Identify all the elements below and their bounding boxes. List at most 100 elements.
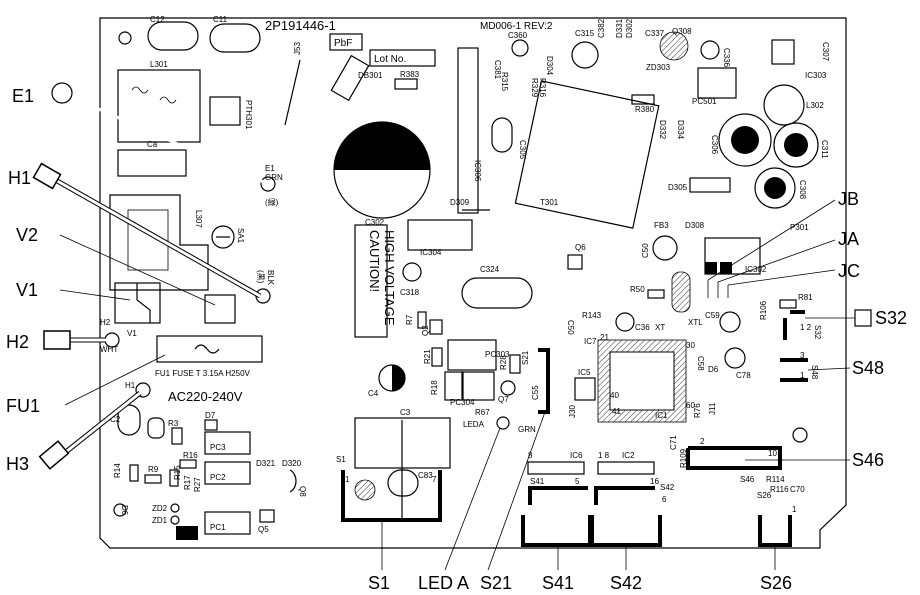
transistor-q5 [259, 509, 275, 523]
label-d6-left: D6 [120, 505, 129, 516]
label-c381: C381 [493, 60, 502, 80]
pin-s48-1: 1 [800, 371, 805, 380]
label-c12: C12 [150, 15, 165, 24]
lot-box [369, 49, 436, 67]
ic-ic6 [527, 461, 585, 475]
label-r16: R16 [183, 451, 198, 460]
callout-h2: H2 [6, 332, 29, 352]
label-r50: R50 [630, 285, 645, 294]
led-a [496, 416, 510, 430]
label-ic303: IC303 [805, 71, 827, 80]
connector-s41 [521, 515, 592, 547]
callout-h1: H1 [8, 168, 31, 188]
label-c4: C4 [368, 389, 379, 398]
resistor-r21 [431, 347, 443, 367]
c4-polarity [392, 365, 405, 391]
label-xt: XT [655, 323, 665, 332]
diode-d7 [204, 419, 218, 431]
label-ic5: IC5 [578, 368, 591, 377]
transformer-t301 [514, 80, 660, 229]
label-blk-kanji: (黒) [256, 270, 265, 284]
label-r67: R67 [475, 408, 490, 417]
capacitor-c308 [754, 167, 796, 209]
resistor-r15 [169, 469, 179, 487]
capacitor-c302-polarity [334, 122, 430, 170]
connector-s42-top [594, 486, 655, 505]
fuse-fu1 [156, 335, 263, 363]
label-c318: C318 [400, 288, 420, 297]
pin-s26-1: 1 [792, 505, 797, 514]
connector-s1 [341, 470, 442, 522]
resistor-r28 [509, 354, 521, 374]
connector-s26 [758, 515, 792, 547]
label-c336: C336 [722, 48, 731, 68]
label-d320: D320 [282, 459, 302, 468]
label-q7: Q7 [498, 395, 509, 404]
label-ic304: IC304 [420, 248, 442, 257]
label-r18: R18 [430, 380, 439, 395]
label-c71: C71 [669, 435, 678, 450]
transformer-l307-core [127, 209, 169, 271]
label-c3: C3 [400, 408, 411, 417]
label-grn: GRN [265, 173, 283, 182]
label-ic1: IC1 [655, 411, 668, 420]
optocoupler-pc3 [204, 431, 251, 455]
ring-terminal-e1 [51, 82, 73, 104]
pin-ic1-40: 40 [610, 391, 619, 400]
label-r21: R21 [423, 349, 432, 364]
label-d331: D331 [615, 18, 624, 38]
pin-s46-10: 10 [768, 449, 777, 458]
label-r15: R15 [173, 465, 182, 480]
pin-s42-16: 16 [650, 477, 659, 486]
capacitor-c306-inner [731, 126, 759, 154]
pbf-box [329, 33, 363, 51]
label-d308: D308 [685, 221, 705, 230]
label-c382: C382 [597, 18, 606, 38]
pin-ic2-18: 1 8 [598, 451, 610, 460]
zener-zd2 [170, 503, 180, 513]
component-v2 [204, 294, 236, 324]
leader-v1 [59, 289, 131, 301]
label-r383: R383 [400, 70, 420, 79]
terminal-e1 [260, 176, 276, 192]
pbf-label: PbF [334, 38, 352, 49]
label-c55: C55 [531, 385, 540, 400]
ic-ic306 [457, 47, 479, 214]
label-c302: C302 [365, 218, 385, 227]
label-blk: BLK [266, 270, 275, 286]
label-c59: C59 [705, 311, 720, 320]
pin-s1-1: 1 [345, 475, 350, 484]
label-r9: R9 [148, 465, 159, 474]
mounting-hole [113, 503, 127, 517]
pin-ic1-60: 60 [686, 401, 695, 410]
label-r3: R3 [168, 419, 179, 428]
jumper-j53 [284, 59, 301, 126]
lead-h1-inner [51, 176, 261, 298]
label-r114: R114 [766, 475, 785, 484]
label-s21-silk: S21 [521, 350, 530, 365]
label-pc2: PC2 [210, 473, 226, 482]
ic302-tab [720, 262, 732, 274]
label-r329: R329 [530, 78, 539, 98]
label-pth301: PTH301 [244, 100, 253, 130]
pin-s1-7: 7 [432, 475, 437, 484]
optocoupler-pc1 [204, 511, 251, 535]
callout-s32: S32 [875, 308, 907, 328]
label-grn-kanji: (緑) [265, 197, 279, 207]
label-c308: C308 [798, 180, 807, 200]
label-s32-silk: S32 [813, 325, 822, 340]
label-r380: R380 [635, 105, 655, 114]
optocoupler-pc303 [447, 339, 497, 371]
callout-s46: S46 [852, 450, 884, 470]
caution-line1: CAUTION! [367, 230, 382, 292]
crystal-xtl [671, 271, 691, 313]
component-c305-capsule [491, 117, 513, 153]
resistor-r18 [444, 371, 464, 401]
label-xtl: XTL [688, 318, 703, 327]
inductor-l301-symbol [131, 86, 177, 104]
label-r17: R17 [183, 475, 192, 490]
leader-jc [727, 269, 836, 286]
plug-h3 [38, 440, 70, 470]
label-c315: C315 [575, 29, 595, 38]
label-r109: R109 [679, 448, 688, 468]
